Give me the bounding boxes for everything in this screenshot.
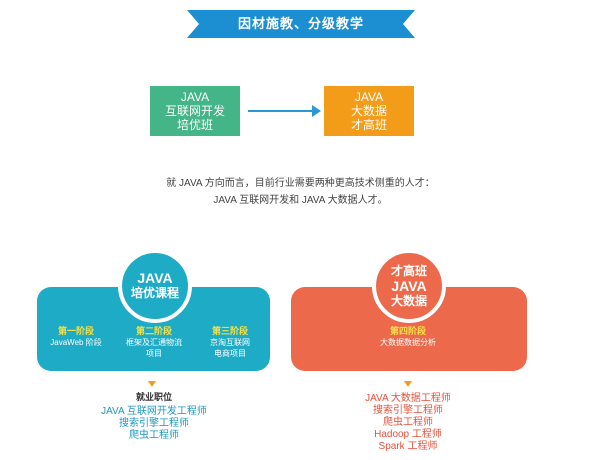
right-careers: JAVA 大数据工程师 搜索引擎工程师 爬虫工程师 Hadoop 工程师 Spa… [308, 393, 508, 453]
flow-arrow-line [248, 110, 314, 112]
header-title: 因材施教、分级教学 [237, 16, 364, 31]
career-item: 爬虫工程师 [129, 430, 179, 441]
stage-2: 第二阶段 框架及汇通物流 项目 [114, 326, 194, 359]
ribbon-shape [187, 10, 415, 38]
stage-title: 第三阶段 [211, 326, 248, 336]
flow-to-line: 大数据 [350, 104, 387, 118]
left-course-circle: JAVA 培优课程 [118, 249, 192, 323]
stage-desc: 京淘互联网 [210, 338, 250, 347]
flow-to-line: 才高班 [350, 118, 387, 132]
career-item: Hadoop 工程师 [374, 429, 442, 440]
stage-title: 第二阶段 [135, 326, 172, 336]
left-circle-line: JAVA [137, 270, 173, 286]
career-item: JAVA 互联网开发工程师 [101, 406, 207, 417]
stage-3: 第三阶段 京淘互联网 电商项目 [190, 326, 270, 359]
flow-to-line: JAVA [354, 90, 384, 104]
stage-title: 第四阶段 [389, 326, 426, 336]
flow-from-line: 培优班 [176, 118, 213, 132]
stage-desc: 大数据数据分析 [380, 338, 436, 347]
header-ribbon: 因材施教、分级教学 [187, 10, 415, 38]
right-circle-line: 大数据 [390, 293, 427, 308]
stage-desc: 电商项目 [214, 349, 246, 358]
career-item: Spark 工程师 [378, 441, 438, 452]
flow-from-line: 互联网开发 [164, 104, 225, 118]
right-circle-line: 才高班 [390, 263, 427, 278]
flow-box-to: JAVA 大数据 才高班 [324, 86, 414, 136]
stage-desc: JavaWeb 阶段 [50, 338, 102, 347]
career-item: JAVA 大数据工程师 [365, 393, 451, 404]
career-item: 爬虫工程师 [383, 417, 433, 428]
careers-title: 就业职位 [135, 392, 172, 402]
arrow-right-icon [312, 105, 321, 117]
flow-box-from: JAVA 互联网开发 培优班 [150, 86, 240, 136]
stage-title: 第一阶段 [57, 326, 94, 336]
stage-desc: 框架及汇通物流 [126, 338, 182, 347]
flow-from-line: JAVA [180, 90, 210, 104]
career-item: 搜索引擎工程师 [373, 405, 443, 416]
description-line-1: 就 JAVA 方向而言，目前行业需要两种更高技术侧重的人才： [166, 178, 435, 189]
right-course-circle: 才高班 JAVA 大数据 [372, 249, 446, 323]
description-line-2: JAVA 互联网开发和 JAVA 大数据人才。 [213, 195, 388, 206]
triangle-down-icon [148, 381, 156, 387]
stage-4: 第四阶段 大数据数据分析 [368, 326, 448, 348]
triangle-down-icon [404, 381, 412, 387]
stage-desc: 项目 [146, 349, 162, 358]
stage-1: 第一阶段 JavaWeb 阶段 [36, 326, 116, 348]
career-item: 搜索引擎工程师 [119, 418, 189, 429]
left-circle-line: 培优课程 [130, 286, 179, 300]
left-careers: 就业职位 JAVA 互联网开发工程师 搜索引擎工程师 爬虫工程师 [54, 391, 254, 442]
right-circle-line: JAVA [391, 277, 427, 294]
